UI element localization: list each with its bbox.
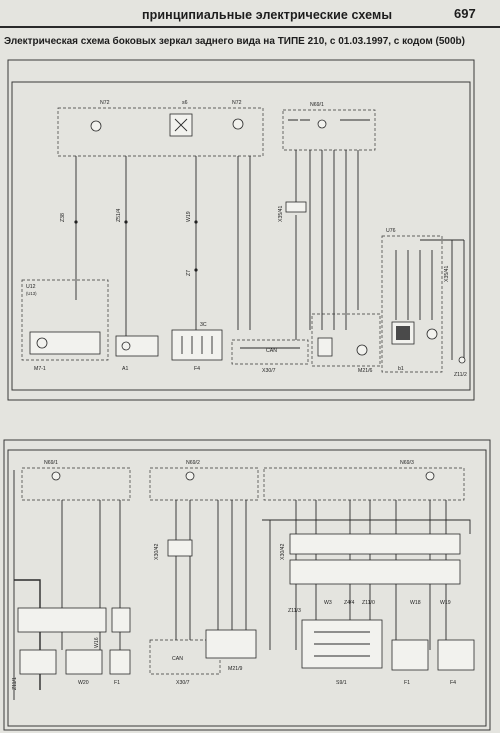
page-header: принципиальные электрические схемы 697 xyxy=(0,0,500,28)
label-w19: W19 xyxy=(186,211,192,222)
label-w3: W3 xyxy=(324,600,332,606)
label-3c: 3C xyxy=(200,322,207,328)
label-z51-4: Z51/4 xyxy=(116,209,122,222)
top-wiring-diagram: N72 N72 s6 N69/1 Z38 Z51/4 W19 Z7 X35/41… xyxy=(7,59,475,401)
x35-41-connector xyxy=(285,201,307,213)
label-n72-right: N72 xyxy=(232,100,242,106)
label-n69-2: N69/2 xyxy=(186,460,200,466)
label-s9-1: S9/1 xyxy=(336,680,347,686)
f4-right-fuse-block xyxy=(437,639,475,671)
x30-42-left-connector xyxy=(167,539,193,557)
label-m21-6: M21/6 xyxy=(358,368,373,374)
label-can: CAN xyxy=(266,348,277,354)
label-x30-7: X30/7 xyxy=(262,368,276,374)
top-diagram-inner-frame xyxy=(11,81,471,391)
label-z7: Z7 xyxy=(186,270,192,276)
label-z11-1: Z11/1 xyxy=(12,677,18,690)
m21-6-motor-icon xyxy=(356,344,368,356)
top-diagram-frame xyxy=(7,59,475,401)
label-z38: Z38 xyxy=(60,213,66,222)
n72-right-connector xyxy=(232,118,244,130)
w20-block xyxy=(65,649,103,675)
label-f1: F1 xyxy=(114,680,120,686)
label-m21-9: M21/9 xyxy=(228,666,243,672)
label-a1: A1 xyxy=(122,366,128,372)
f4-fuse-block xyxy=(171,329,223,361)
label-x30-42b: X30/42 xyxy=(280,543,286,560)
bottom-wiring-diagram: N69/1 N69/2 N69/3 X30/42 X30/42 Z11/1 W2… xyxy=(3,439,491,731)
label-n72-left: N72 xyxy=(100,100,110,106)
label-w19: W19 xyxy=(440,600,451,606)
u12-module-box xyxy=(21,279,109,361)
bottom-n69-1-module-box xyxy=(21,467,131,501)
m7-1-motor-block xyxy=(29,331,101,355)
label-bottom-n69-1: N69/1 xyxy=(44,460,58,466)
a1-block xyxy=(115,335,159,357)
label-u76: U76 xyxy=(386,228,396,234)
label-x30-42: X30/42 xyxy=(154,543,160,560)
label-bottom-can: CAN xyxy=(172,656,183,662)
diagram-caption: Электрическая схема боковых зеркал задне… xyxy=(4,36,465,47)
x30-42-right-connector xyxy=(289,533,461,555)
n69-1-connector xyxy=(317,119,327,129)
label-n69-1: N69/1 xyxy=(310,102,324,108)
m21-9-block xyxy=(205,629,257,659)
n72-left-connector xyxy=(90,120,102,132)
label-b1: b1 xyxy=(398,366,404,372)
label-w16: W16 xyxy=(94,637,100,648)
label-s6: s6 xyxy=(182,100,188,106)
x30-7-connector-box xyxy=(231,339,309,365)
z11-1-connector-strip xyxy=(17,607,107,633)
label-u12-sub: (U13) xyxy=(26,291,37,296)
bottom-diagram-inner-frame xyxy=(7,449,487,727)
n72-module-box xyxy=(57,107,264,157)
label-f4: F4 xyxy=(194,366,200,372)
bottom-diagram-frame xyxy=(3,439,491,731)
z11-1-block xyxy=(19,649,57,675)
label-z11-0: Z11/0 xyxy=(362,600,375,606)
label-w18: W18 xyxy=(410,600,421,606)
label-x35-41b: X35/41 xyxy=(444,265,450,282)
m7-1-motor-icon xyxy=(36,337,48,349)
label-x35-41: X35/41 xyxy=(278,205,284,222)
n69-2-module-box xyxy=(149,467,259,501)
f1-right-fuse-block xyxy=(391,639,429,671)
z11-3-connector-strip xyxy=(289,559,461,585)
label-z11-3: Z11/3 xyxy=(288,608,301,614)
page-header-title: принципиальные электрические схемы xyxy=(142,8,393,22)
u76-motor-icon xyxy=(426,328,438,340)
label-w20: W20 xyxy=(78,680,89,686)
page-number: 697 xyxy=(454,6,476,21)
label-bottom-x30-7: X30/7 xyxy=(176,680,190,686)
label-u12: U12 xyxy=(26,284,36,290)
label-f4-right: F4 xyxy=(450,680,456,686)
u76-module-box xyxy=(381,235,443,373)
n69-3-module-box xyxy=(263,467,465,501)
label-n69-3: N69/3 xyxy=(400,460,414,466)
f1-fuse xyxy=(109,649,131,675)
z11-2-splice xyxy=(458,356,466,364)
label-z4-4: Z4/4 xyxy=(344,600,354,606)
label-z11-2: Z11/2 xyxy=(454,372,467,378)
n69-1-module-box xyxy=(282,109,376,151)
label-m7-1: M7-1 xyxy=(34,366,46,372)
label-f1-right: F1 xyxy=(404,680,410,686)
a1-lamp-icon xyxy=(121,341,131,351)
